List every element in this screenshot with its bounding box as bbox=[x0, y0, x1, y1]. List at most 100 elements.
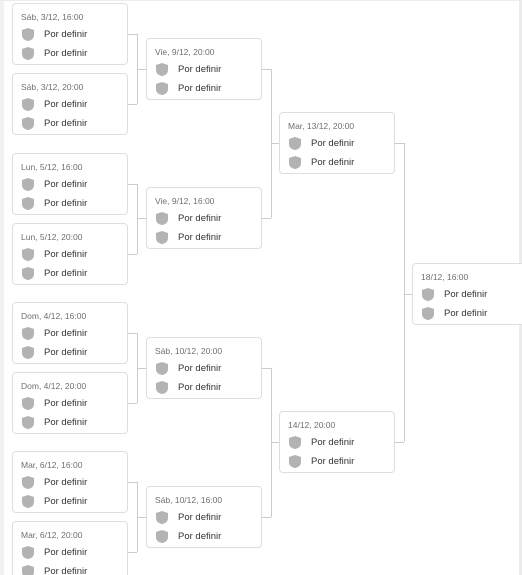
shield-icon bbox=[22, 397, 34, 410]
team-name: Por definir bbox=[44, 328, 88, 339]
team-name: Por definir bbox=[311, 437, 355, 448]
match-date: 14/12, 20:00 bbox=[288, 420, 336, 430]
team-name: Por definir bbox=[44, 118, 88, 129]
shield-icon bbox=[22, 28, 34, 41]
shield-icon bbox=[22, 327, 34, 340]
team-row: Por definir bbox=[22, 494, 122, 510]
shield-icon bbox=[422, 288, 434, 301]
shield-icon bbox=[422, 307, 434, 320]
match-date: Dom, 4/12, 16:00 bbox=[21, 311, 87, 321]
team-row: Por definir bbox=[22, 396, 122, 412]
match-date: Vie, 9/12, 20:00 bbox=[155, 47, 215, 57]
team-row: Por definir bbox=[289, 435, 389, 451]
shield-icon bbox=[22, 476, 34, 489]
team-row: Por definir bbox=[22, 177, 122, 193]
match-date: Dom, 4/12, 20:00 bbox=[21, 381, 87, 391]
shield-icon bbox=[22, 546, 34, 559]
shield-icon bbox=[22, 117, 34, 130]
team-row: Por definir bbox=[22, 345, 122, 361]
team-name: Por definir bbox=[311, 157, 355, 168]
team-name: Por definir bbox=[44, 398, 88, 409]
team-name: Por definir bbox=[178, 382, 222, 393]
team-row: Por definir bbox=[22, 564, 122, 575]
team-row: Por definir bbox=[22, 97, 122, 113]
shield-icon bbox=[22, 267, 34, 280]
team-name: Por definir bbox=[311, 456, 355, 467]
match-date: Mar, 13/12, 20:00 bbox=[288, 121, 355, 131]
team-name: Por definir bbox=[444, 289, 488, 300]
shield-icon bbox=[289, 436, 301, 449]
team-row: Por definir bbox=[22, 116, 122, 132]
team-name: Por definir bbox=[178, 232, 222, 243]
team-row: Por definir bbox=[156, 529, 256, 545]
match-date: Lun, 5/12, 20:00 bbox=[21, 232, 83, 242]
shield-icon bbox=[156, 511, 168, 524]
team-name: Por definir bbox=[44, 547, 88, 558]
match-date: Sáb, 3/12, 16:00 bbox=[21, 12, 84, 22]
match-date: Lun, 5/12, 16:00 bbox=[21, 162, 83, 172]
team-name: Por definir bbox=[44, 29, 88, 40]
match-date: Sáb, 10/12, 16:00 bbox=[155, 495, 223, 505]
shield-icon bbox=[22, 346, 34, 359]
shield-icon bbox=[22, 565, 34, 575]
shield-icon bbox=[22, 178, 34, 191]
team-name: Por definir bbox=[44, 496, 88, 507]
team-row: Por definir bbox=[156, 380, 256, 396]
team-row: Por definir bbox=[22, 27, 122, 43]
shield-icon bbox=[156, 63, 168, 76]
top-border bbox=[0, 0, 522, 1]
shield-icon bbox=[156, 362, 168, 375]
team-name: Por definir bbox=[178, 531, 222, 542]
team-row: Por definir bbox=[22, 475, 122, 491]
match-date: Mar, 6/12, 20:00 bbox=[21, 530, 83, 540]
team-name: Por definir bbox=[44, 249, 88, 260]
shield-icon bbox=[156, 82, 168, 95]
team-name: Por definir bbox=[44, 48, 88, 59]
shield-icon bbox=[22, 416, 34, 429]
team-row: Por definir bbox=[289, 155, 389, 171]
team-name: Por definir bbox=[311, 138, 355, 149]
shield-icon bbox=[156, 381, 168, 394]
team-name: Por definir bbox=[44, 477, 88, 488]
team-name: Por definir bbox=[44, 198, 88, 209]
team-row: Por definir bbox=[22, 266, 122, 282]
team-name: Por definir bbox=[44, 268, 88, 279]
match-date: Sáb, 3/12, 20:00 bbox=[21, 82, 84, 92]
team-row: Por definir bbox=[289, 136, 389, 152]
team-row: Por definir bbox=[22, 247, 122, 263]
team-name: Por definir bbox=[178, 512, 222, 523]
shield-icon bbox=[22, 98, 34, 111]
team-row: Por definir bbox=[289, 454, 389, 470]
team-row: Por definir bbox=[22, 545, 122, 561]
team-row: Por definir bbox=[22, 415, 122, 431]
match-date: Mar, 6/12, 16:00 bbox=[21, 460, 83, 470]
shield-icon bbox=[156, 212, 168, 225]
team-row: Por definir bbox=[156, 81, 256, 97]
shield-icon bbox=[289, 455, 301, 468]
team-name: Por definir bbox=[44, 99, 88, 110]
team-row: Por definir bbox=[156, 510, 256, 526]
team-row: Por definir bbox=[156, 211, 256, 227]
team-row: Por definir bbox=[22, 326, 122, 342]
team-row: Por definir bbox=[156, 361, 256, 377]
shield-icon bbox=[156, 530, 168, 543]
team-name: Por definir bbox=[44, 417, 88, 428]
shield-icon bbox=[289, 156, 301, 169]
team-name: Por definir bbox=[44, 347, 88, 358]
